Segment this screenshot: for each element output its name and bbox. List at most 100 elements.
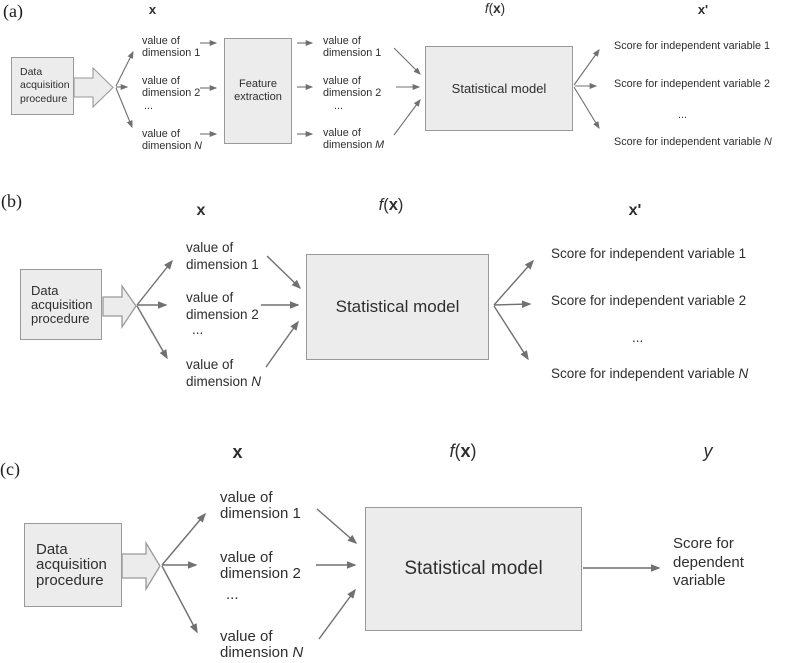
fx-f: f: [449, 441, 455, 461]
box-line: extraction: [234, 91, 282, 103]
fan-out-arrow: [115, 87, 133, 129]
value-line: value of: [323, 75, 361, 87]
value-line: value of: [220, 549, 273, 566]
value-line: dimension 2: [186, 306, 259, 322]
value-label: value of dimension 2: [186, 290, 259, 323]
score-text: Score for independent variable: [614, 136, 762, 148]
ellipsis: ...: [192, 322, 204, 337]
feature-extraction-box: Feature extraction: [224, 38, 292, 144]
score-label: Score for independent variable 1: [551, 246, 747, 261]
value-word: dimension: [220, 643, 289, 661]
value-var: N: [292, 643, 304, 661]
value-word: dimension: [142, 140, 192, 153]
ellipsis: ...: [678, 109, 687, 121]
block-arrow: [73, 66, 114, 109]
panel-c-header-x: x: [232, 442, 243, 462]
fan-out-arrow: [136, 259, 173, 306]
fx-close: ): [470, 441, 477, 461]
score-var: N: [763, 136, 772, 148]
fan-in-arrow: [393, 99, 421, 136]
panel-a-arrows: [73, 39, 600, 138]
fx-f: f: [484, 1, 489, 16]
value-line: value of: [186, 240, 234, 255]
score-text: Score for independent variable: [551, 366, 735, 381]
score-label: Score for independent variable 2: [551, 293, 747, 308]
fx-arg: x: [460, 441, 471, 461]
panel-c-arrows: [121, 508, 661, 640]
score-label: Score for independent variable 1: [614, 40, 771, 52]
data-acquisition-box: Data acquisition procedure: [24, 523, 122, 607]
score-label: Score for dependent variable: [673, 535, 744, 591]
panel-a-header-x-prime: x': [697, 2, 709, 17]
score-line: dependent: [673, 553, 744, 571]
box-line: Statistical model: [404, 558, 543, 579]
value-label: value of dimension 1: [323, 35, 381, 60]
box-line: Statistical model: [451, 81, 547, 96]
fan-out-arrow: [573, 86, 600, 130]
value-line: value of: [186, 290, 234, 305]
score-line: variable: [673, 572, 726, 590]
ellipsis: ...: [334, 100, 343, 112]
fx-open: (: [383, 196, 389, 214]
box-line: acquisition: [20, 79, 70, 92]
value-label: value of dimension 2: [142, 75, 200, 100]
fan-out-arrow: [493, 300, 532, 309]
box-line: Data: [31, 282, 59, 298]
ellipsis: ...: [144, 100, 153, 112]
value-line: dimension 1: [220, 504, 301, 522]
box-line: Statistical model: [335, 297, 460, 316]
fx-close: ): [500, 1, 506, 16]
fx-arg: x: [493, 1, 501, 16]
statistical-model-box: Statistical model: [425, 46, 573, 131]
fx-close: ): [397, 196, 404, 214]
box-line: Feature: [239, 78, 277, 91]
panel-b-tag: (b): [1, 191, 22, 211]
value-var: N: [194, 140, 202, 153]
box-line: Data: [36, 540, 68, 558]
fan-out-arrow: [115, 50, 134, 87]
value-var: M: [375, 139, 385, 152]
value-line: value of: [142, 128, 180, 140]
fan-in-arrow: [266, 255, 302, 290]
fan-out-arrow: [161, 512, 206, 566]
value-line: value of: [186, 357, 234, 372]
fan-out-arrow: [161, 565, 198, 634]
fan-in-arrow: [393, 47, 421, 75]
panel-a-header-x: x: [148, 2, 157, 17]
statistical-model-box: Statistical model: [365, 507, 582, 631]
ellipsis: ...: [632, 330, 644, 345]
data-acquisition-box: Data acquisition procedure: [20, 269, 102, 340]
fan-out-arrow: [493, 259, 535, 306]
fan-out-arrow: [136, 305, 168, 360]
value-label: value of dimension 1: [142, 35, 200, 60]
box-line: procedure: [36, 571, 104, 589]
value-label: value of dimension 1: [220, 490, 301, 521]
data-acquisition-box: Data acquisition procedure: [11, 57, 74, 115]
value-var: N: [251, 373, 261, 389]
value-line: value of: [220, 489, 273, 506]
value-line: value of: [220, 628, 273, 645]
value-line: dimension 1: [186, 256, 259, 272]
fx-open: (: [454, 441, 461, 461]
value-line: value of: [323, 127, 361, 139]
value-word: dimension: [186, 373, 248, 389]
value-line: dimension 2: [323, 87, 382, 100]
fan-out-arrow: [573, 49, 600, 86]
box-line: procedure: [31, 310, 90, 326]
value-line: value of: [142, 35, 180, 47]
value-label: value of dimension 2: [220, 550, 301, 581]
fan-in-arrow: [318, 588, 356, 640]
box-line: Data: [20, 65, 43, 78]
score-line: Score for: [673, 535, 734, 552]
value-word: dimension: [323, 139, 373, 152]
